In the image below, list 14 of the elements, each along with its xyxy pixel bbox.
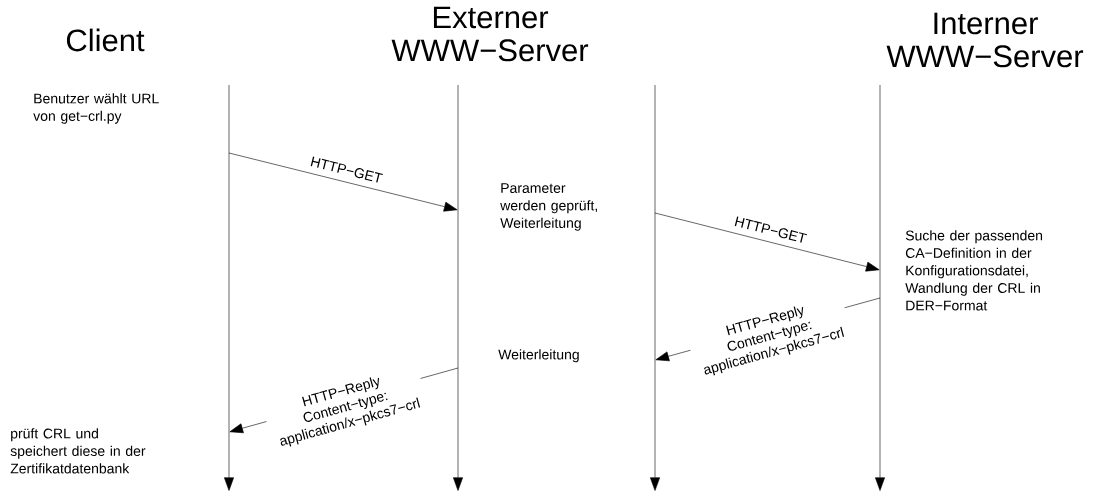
lifeline-arrow	[650, 84, 660, 491]
participant-title: Externer WWW−Server	[391, 6, 589, 62]
lifeline-arrow	[875, 84, 885, 491]
lifeline-arrow	[224, 84, 234, 491]
message-arrow	[228, 152, 458, 212]
note-text: Suche der passenden CA−Definition in der Konfigurationsdatei, Wandlung der CRL in DER−Format	[905, 230, 1043, 311]
note-text: Weiterleitung	[498, 349, 579, 363]
lifeline-arrow	[453, 84, 463, 491]
note-text: Benutzer wählt URL von get−crl.py	[33, 93, 159, 124]
participant-title: Client	[66, 28, 145, 52]
participant-title: Interner WWW−Server	[886, 12, 1084, 68]
note-text: Parameter werden geprüft, Weiterleitung	[500, 183, 597, 231]
message-arrow	[654, 212, 880, 272]
note-text: prüft CRL und speichert diese in der Zertifikatdatenbank	[10, 428, 146, 474]
